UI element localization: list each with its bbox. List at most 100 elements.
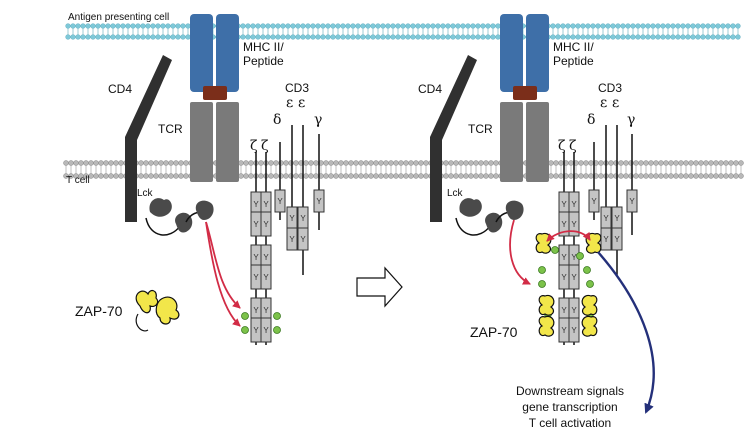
zap70-free — [135, 289, 180, 332]
epsilon-2: ε — [298, 95, 305, 111]
itam-y-label: Y — [614, 214, 620, 223]
phosphate-dot — [551, 246, 559, 254]
itam-box — [286, 227, 298, 251]
itam-y-label: Y — [289, 214, 295, 223]
itam-y-label: Y — [603, 214, 609, 223]
tcell-label: T cell — [66, 175, 90, 186]
outcome-line3: T cell activation — [529, 416, 611, 430]
zap70-bound — [535, 232, 602, 337]
itam-box — [297, 227, 309, 251]
peptide-right — [513, 86, 537, 100]
apc-membrane — [65, 23, 741, 40]
itam-y-label: Y — [300, 235, 306, 244]
mhc-ii — [190, 14, 239, 100]
tcr-label-right: TCR — [468, 122, 493, 136]
itam-y-label: Y — [277, 197, 283, 206]
itam-box — [274, 189, 286, 213]
cd4 — [125, 55, 172, 222]
itam-y-label: Y — [591, 197, 597, 206]
itam-box — [611, 227, 623, 251]
itam-y-label: Y — [316, 197, 322, 206]
phosphate-dot — [583, 266, 591, 274]
itam-y-label: Y — [263, 220, 269, 229]
mhc-label-line2: Peptide — [243, 54, 284, 68]
itam-y-label: Y — [571, 253, 577, 262]
activation-arrows — [509, 219, 591, 285]
cd4-label: CD4 — [108, 82, 132, 96]
phosphate-dot — [538, 266, 546, 274]
cd4-right — [430, 55, 477, 222]
itam-y-label: Y — [289, 235, 295, 244]
itam-box — [568, 264, 580, 290]
epsilon-2-right: ε — [612, 95, 619, 111]
phosphate-dot — [241, 326, 249, 334]
itam-y-label: Y — [300, 214, 306, 223]
cd3-label-right: CD3 — [598, 81, 622, 95]
itam-y-label: Y — [571, 200, 577, 209]
phosphate-dot — [576, 252, 584, 260]
transition-arrow — [356, 266, 403, 308]
panel-resting: MHC II/ Peptide TCR CD4 Lck ζ — [75, 14, 325, 345]
zeta-1: ζ — [250, 138, 258, 154]
itam-y-label: Y — [561, 273, 567, 282]
itam-y-label: Y — [253, 220, 259, 229]
itam-y-label: Y — [571, 220, 577, 229]
itam-y-label: Y — [263, 326, 269, 335]
tcr — [190, 102, 239, 182]
itam-y-label: Y — [614, 235, 620, 244]
peptide — [203, 86, 227, 100]
phosphates — [241, 312, 281, 334]
lck-phosphorylation-arrows — [205, 221, 241, 327]
zap70-domain — [538, 315, 555, 337]
mhc-ii-right — [500, 14, 549, 100]
lck-label-right: Lck — [447, 188, 464, 199]
itam-box — [260, 211, 272, 237]
itam-box — [260, 317, 272, 343]
mhc-label-right-line1: MHC II/ — [553, 40, 594, 54]
outcome-line1: Downstream signals — [516, 384, 624, 398]
tcr-right — [500, 102, 549, 182]
tcell-membrane — [63, 160, 744, 179]
itam-y-label: Y — [263, 200, 269, 209]
zap70-domain — [581, 294, 598, 316]
itam-y-label: Y — [253, 200, 259, 209]
mhc-label-line1: MHC II/ — [243, 40, 284, 54]
apc-label: Antigen presenting cell — [68, 12, 169, 23]
gamma-label: γ — [314, 112, 322, 128]
zap70-domain — [538, 294, 555, 316]
panel-activated: MHC II/ Peptide TCR CD4 Lck ζ ζ δ ε — [418, 14, 655, 430]
zap70-domain — [585, 232, 602, 254]
itam-y-label: Y — [571, 306, 577, 315]
mhc-label-right-line2: Peptide — [553, 54, 594, 68]
itam-y-label: Y — [253, 326, 259, 335]
itam-y-label: Y — [253, 253, 259, 262]
itam-y-label: Y — [263, 253, 269, 262]
zap70-domain — [535, 232, 552, 254]
epsilon-1-right: ε — [600, 95, 607, 111]
itam-box — [588, 189, 600, 213]
gamma-label-right: γ — [627, 112, 635, 128]
itam-y-label: Y — [561, 200, 567, 209]
phosphate-dot — [538, 280, 546, 288]
itam-y-label: Y — [629, 197, 635, 206]
itam-y-label: Y — [603, 235, 609, 244]
lck-right — [455, 198, 524, 236]
itam-y-label: Y — [263, 306, 269, 315]
zap70-label-right: ZAP-70 — [470, 324, 518, 340]
zeta-2: ζ — [261, 138, 269, 154]
outcome-line2: gene transcription — [522, 400, 617, 414]
delta-label-right: δ — [587, 112, 595, 128]
itam-box — [626, 189, 638, 213]
delta-label: δ — [273, 112, 281, 128]
itam-y-label: Y — [561, 220, 567, 229]
phosphate-dot — [586, 280, 594, 288]
zap70-domain — [581, 315, 598, 337]
itam-y-label: Y — [571, 273, 577, 282]
zeta-1-right: ζ — [558, 138, 566, 154]
itam-y-label: Y — [253, 306, 259, 315]
itam-y-label: Y — [253, 273, 259, 282]
lck-label: Lck — [137, 188, 154, 199]
